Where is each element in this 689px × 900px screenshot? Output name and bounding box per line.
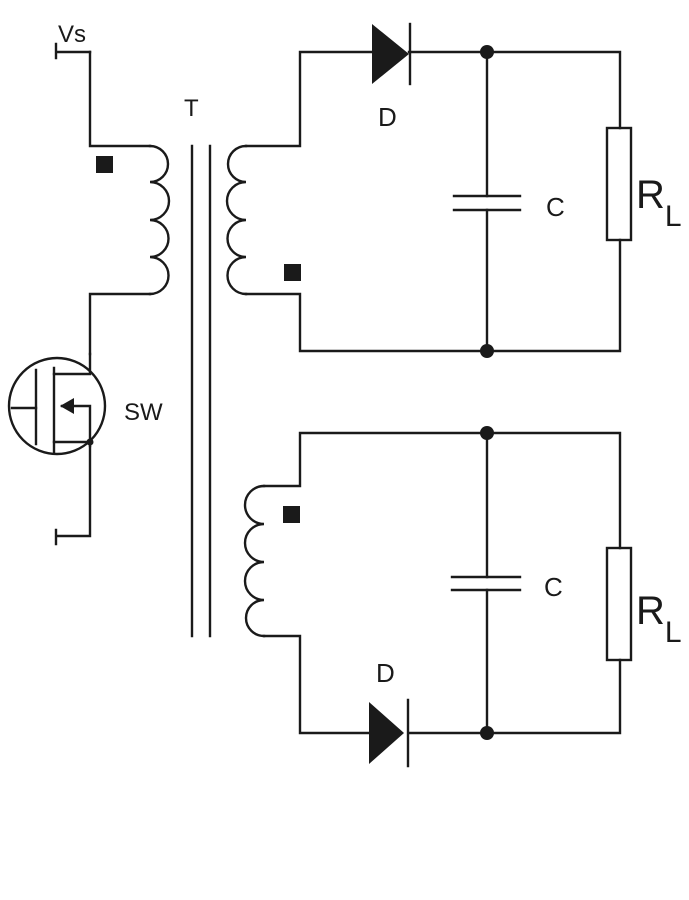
primary-polarity-dot (96, 156, 113, 173)
secondary-winding-bottom (243, 484, 266, 638)
load-top-sub: L (665, 200, 682, 233)
load-resistor-top (605, 126, 633, 242)
transformer-label: T (184, 95, 199, 122)
load-bottom-sub: L (665, 616, 682, 649)
secondary-top-polarity-dot (284, 264, 301, 281)
primary-wiring (54, 50, 152, 546)
supply-terminal (54, 42, 92, 60)
mosfet-switch (7, 352, 107, 456)
mosfet-arrow-icon (60, 398, 74, 414)
load-top-label: RL (636, 173, 682, 233)
secondary-winding-top (225, 144, 248, 296)
node-top-lower (480, 344, 494, 358)
diode-bottom-label: D (376, 658, 395, 688)
diode-top (372, 22, 412, 86)
secondary-bottom-wiring (262, 431, 622, 735)
load-resistor-bottom (605, 546, 633, 662)
capacitor-top-label: C (546, 192, 565, 222)
capacitor-bottom-label: C (544, 572, 563, 602)
primary-winding (148, 144, 171, 296)
capacitor-bottom (450, 575, 522, 592)
secondary-top-wiring (244, 50, 622, 353)
secondary-bottom-polarity-dot (283, 506, 300, 523)
node-bottom-upper (480, 426, 494, 440)
node-top-upper (480, 45, 494, 59)
switch-label: SW (124, 399, 163, 426)
capacitor-top (452, 194, 522, 212)
load-bottom-main: R (636, 589, 665, 633)
vs-label: Vs (58, 21, 86, 48)
diode-top-label: D (378, 102, 397, 132)
diode-bottom (369, 698, 410, 768)
node-bottom-lower (480, 726, 494, 740)
transformer-core (190, 144, 212, 638)
load-bottom-label: RL (636, 589, 682, 649)
load-top-main: R (636, 173, 665, 217)
